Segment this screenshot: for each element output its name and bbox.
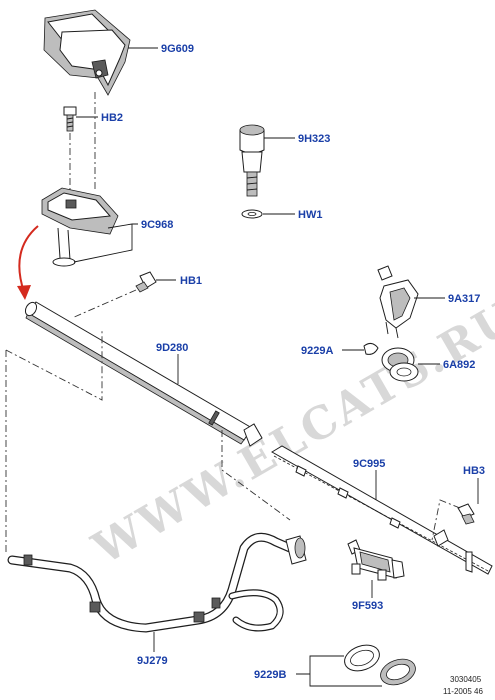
label-9229A: 9229A <box>301 345 333 357</box>
footer-date: 11-2005 46 <box>443 687 483 696</box>
bolt-hb2-part <box>63 106 77 132</box>
label-9H323: 9H323 <box>298 133 330 145</box>
bracket-9c968-part <box>41 187 119 267</box>
label-9G609: 9G609 <box>161 43 194 55</box>
clip-9a317-part <box>377 265 419 339</box>
red-arrow-icon <box>17 225 39 300</box>
label-9C968: 9C968 <box>141 219 173 231</box>
tube-9d280-part <box>24 301 263 447</box>
label-6A892: 6A892 <box>443 359 475 371</box>
hose-9j279-part <box>7 532 307 633</box>
washer-hw1-part <box>241 209 263 219</box>
bolt-hb1-part <box>135 271 157 293</box>
footer-ref: 3030405 <box>450 675 482 684</box>
label-9J279: 9J279 <box>137 655 168 667</box>
rail-9c995-part <box>271 445 493 575</box>
rings-9229b-part <box>344 644 416 686</box>
label-9229B: 9229B <box>254 669 286 681</box>
axis-hb1 <box>71 289 137 319</box>
bolt-hb3-part <box>457 503 475 525</box>
label-9C995: 9C995 <box>353 458 385 470</box>
label-HB3: HB3 <box>463 465 485 477</box>
leader-9229B <box>296 655 382 687</box>
axis-hb3 <box>431 499 461 541</box>
axis-box-left <box>5 330 103 401</box>
connector-9f593-part <box>347 539 405 581</box>
label-9D280: 9D280 <box>156 342 188 354</box>
label-HB2: HB2 <box>101 112 123 124</box>
shield-cover-part <box>43 9 131 96</box>
grommet-6a892-part <box>381 347 419 382</box>
leader-9C968 <box>73 223 138 263</box>
label-9F593: 9F593 <box>352 600 383 612</box>
label-HW1: HW1 <box>298 209 322 221</box>
label-9A317: 9A317 <box>448 293 480 305</box>
label-HB1: HB1 <box>180 275 202 287</box>
clip-9229a-part <box>363 342 379 355</box>
knob-9h323-part <box>239 124 265 197</box>
axis-tube-down <box>221 430 291 521</box>
